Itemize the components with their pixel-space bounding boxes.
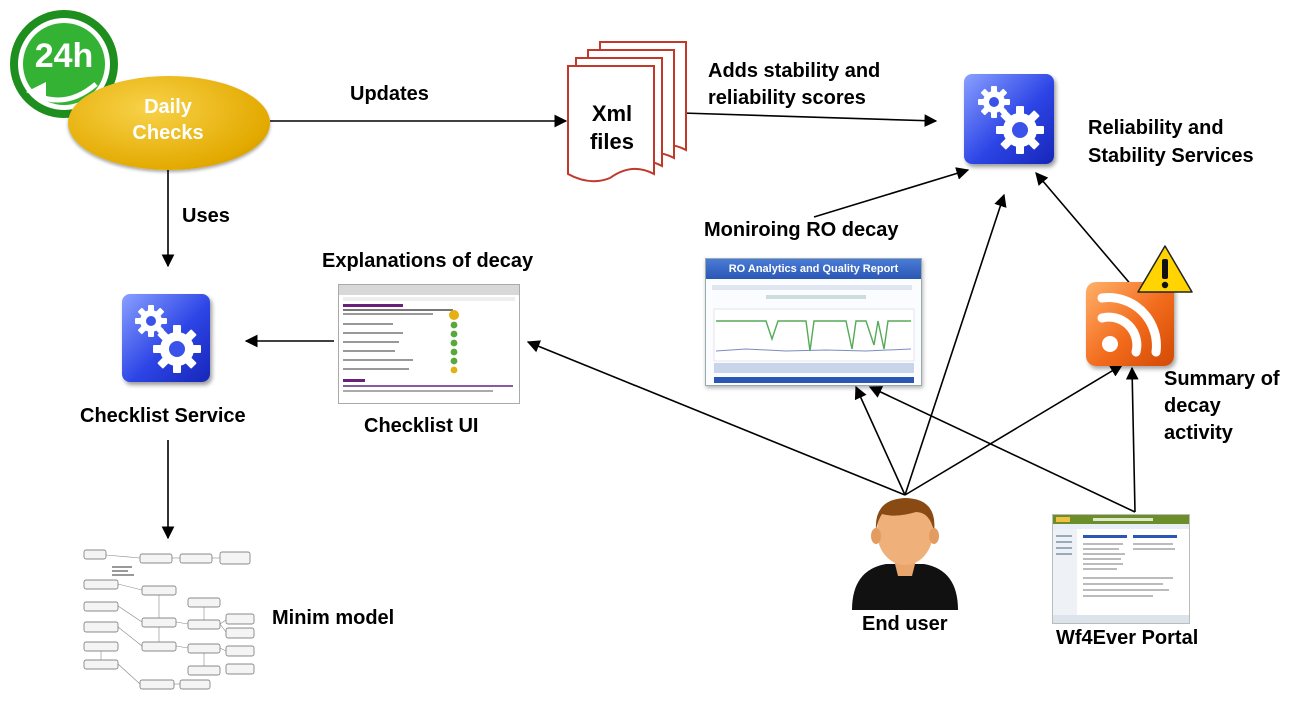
- arrow-rss-to-service: [1035, 172, 1134, 288]
- arrow-user-to-service: [904, 193, 1007, 496]
- uses-label: Uses: [182, 205, 230, 227]
- arrow-portal-to-rss: [1125, 366, 1139, 513]
- warning-icon: [1136, 244, 1194, 294]
- checklist-service-label: Checklist Service: [80, 405, 246, 427]
- arrow-monitor-to-service: [813, 167, 970, 218]
- summary-label: Summary of decay activity: [1164, 368, 1280, 444]
- checklist-service-gear-icon: [122, 294, 210, 382]
- checklist-ui-label: Checklist UI: [364, 415, 479, 437]
- arrow-portal-to-monitor: [868, 386, 1136, 513]
- clock-badge-text: 24h: [34, 37, 94, 75]
- minim-model-diagram-thumbnail: [80, 546, 258, 700]
- end-user-avatar-icon: [846, 490, 964, 610]
- minim-model-label: Minim model: [272, 607, 395, 629]
- checklist-ui-thumbnail: [338, 284, 520, 404]
- xml-files-document-icon: Xml files: [566, 38, 690, 183]
- end-user-label: End user: [862, 613, 948, 635]
- explanations-label: Explanations of decay: [322, 250, 534, 272]
- updates-label: Updates: [350, 83, 429, 105]
- arrow-user-to-monitor: [854, 385, 906, 496]
- rss-feed-icon: [1086, 282, 1174, 366]
- portal-label: Wf4Ever Portal: [1056, 627, 1199, 649]
- daily-checks-node: Daily Checks: [68, 76, 270, 170]
- xml-files-label: Xml files: [589, 101, 635, 154]
- reliability-service-gear-icon: [964, 74, 1054, 164]
- ro-report-thumbnail: RO Analytics and Quality Report: [705, 258, 922, 386]
- daily-checks-label: Daily Checks: [132, 96, 204, 144]
- adds-scores-label: Adds stability and reliability scores: [708, 60, 881, 109]
- ro-report-title: RO Analytics and Quality Report: [706, 259, 921, 279]
- monitoring-label: Moniroing RO decay: [704, 219, 899, 241]
- reliability-service-label: Reliability and Stability Services: [1088, 117, 1254, 167]
- clock-24h-icon: 24h: [8, 8, 120, 120]
- arrow-adds-scores: [681, 112, 938, 128]
- wf4ever-portal-thumbnail: [1052, 514, 1190, 624]
- arrow-user-to-rss: [904, 364, 1124, 496]
- arrow-user-to-checklist-ui: [526, 340, 906, 496]
